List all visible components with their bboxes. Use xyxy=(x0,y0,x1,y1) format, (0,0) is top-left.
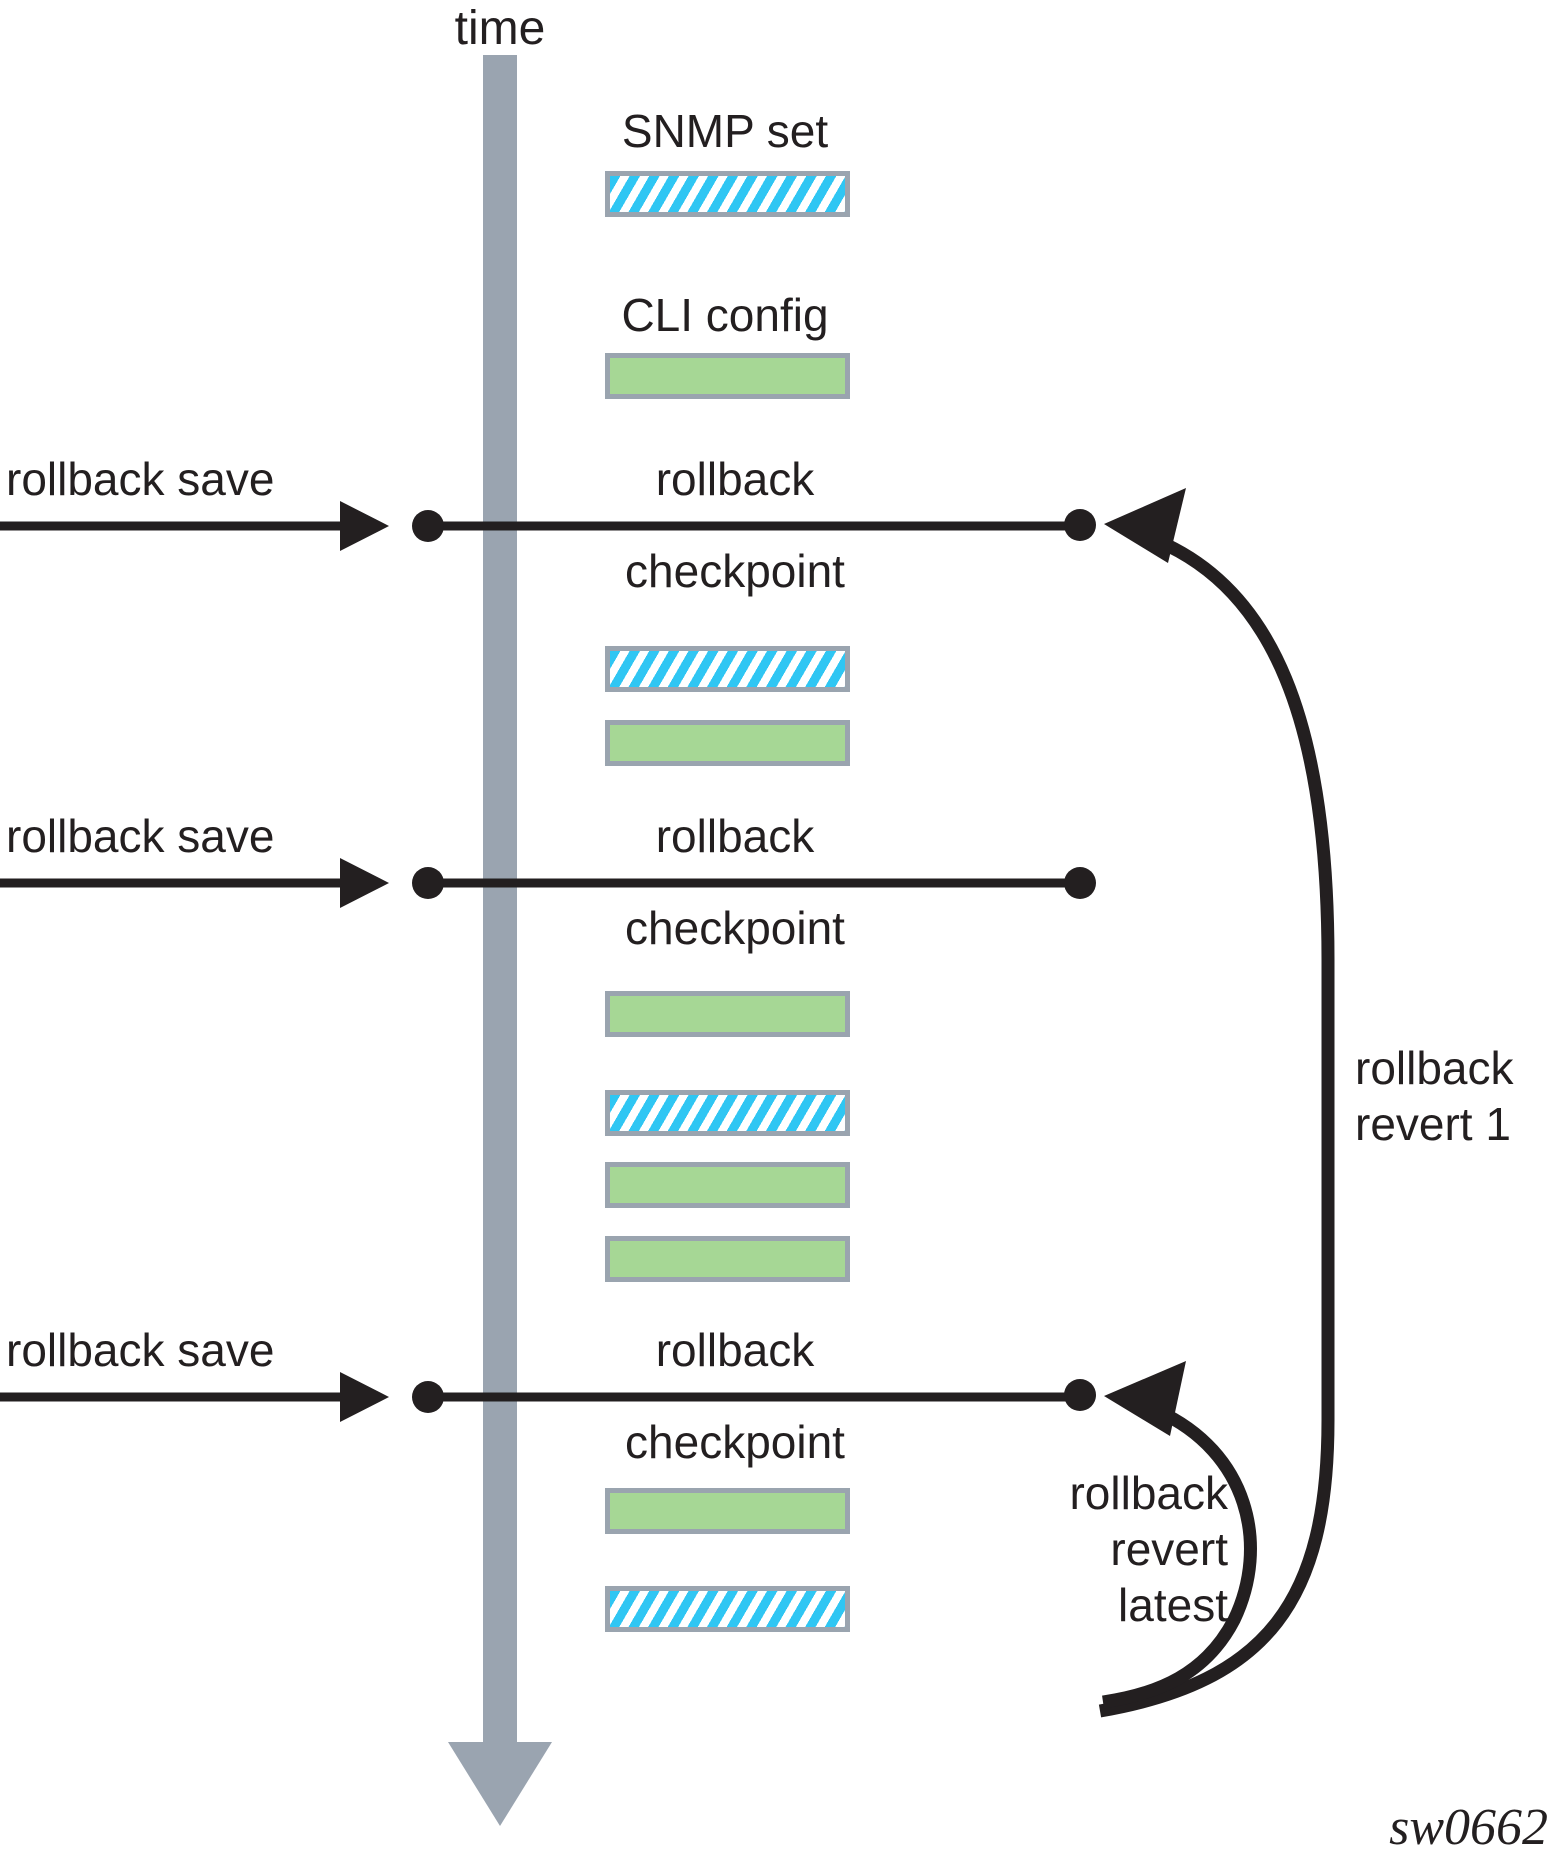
cli-config-bar xyxy=(605,1488,850,1534)
checkpoint-label-bottom: checkpoint xyxy=(625,1416,845,1468)
figure-id-watermark: sw0662 xyxy=(1389,1799,1548,1856)
checkpoint-label-top: rollback xyxy=(655,453,815,505)
cli-config-caption: CLI config xyxy=(621,289,829,341)
checkpoint-dot xyxy=(1064,867,1096,899)
rollback-revert-latest-line1: rollback xyxy=(1069,1467,1228,1519)
cli-config-bar xyxy=(605,720,850,766)
rollback-revert-1-arrowhead-icon xyxy=(1104,488,1186,563)
rollback-revert-latest-line2: revert xyxy=(1110,1523,1228,1576)
rollback-revert-1-line1: rollback xyxy=(1355,1042,1514,1094)
rollback-revert-latest-curve xyxy=(1102,1405,1257,1709)
time-arrow-head-icon xyxy=(448,1742,552,1826)
checkpoint-label-bottom: checkpoint xyxy=(625,545,845,597)
rollback-revert-1-curve xyxy=(1098,535,1335,1718)
checkpoint-label-top: rollback xyxy=(655,810,815,862)
rollback-save-label: rollback save xyxy=(6,1324,275,1376)
cli-config-bar xyxy=(605,991,850,1037)
cli-config-bar xyxy=(605,1236,850,1282)
checkpoint-dot xyxy=(412,867,444,899)
rollback-revert-1-line2: revert 1 xyxy=(1355,1098,1511,1151)
checkpoint-dot xyxy=(1064,509,1096,541)
rollback-revert-latest-line3: latest xyxy=(1118,1579,1228,1632)
checkpoint-dot xyxy=(412,1381,444,1413)
rollback-save-label: rollback save xyxy=(6,810,275,862)
cli-config-bar xyxy=(605,1162,850,1208)
time-label: time xyxy=(454,2,546,55)
checkpoint-label-bottom: checkpoint xyxy=(625,902,845,954)
rollback-save-arrowhead-icon xyxy=(340,1372,389,1422)
checkpoint-dot xyxy=(1064,1379,1096,1411)
rollback-save-label: rollback save xyxy=(6,453,275,505)
snmp-set-bar xyxy=(605,171,850,217)
rollback-save-arrowhead-icon xyxy=(340,501,389,551)
snmp-set-caption: SNMP set xyxy=(621,105,829,157)
checkpoint-label-top: rollback xyxy=(655,1324,815,1376)
checkpoint-dot xyxy=(412,510,444,542)
rollback-save-arrowhead-icon xyxy=(340,858,389,908)
snmp-set-bar xyxy=(605,1090,850,1136)
snmp-set-bar xyxy=(605,646,850,692)
time-arrow-shaft xyxy=(483,55,517,1742)
snmp-set-bar xyxy=(605,1586,850,1632)
rollback-revert-latest-arrowhead-icon xyxy=(1104,1361,1186,1436)
cli-config-bar xyxy=(605,353,850,399)
